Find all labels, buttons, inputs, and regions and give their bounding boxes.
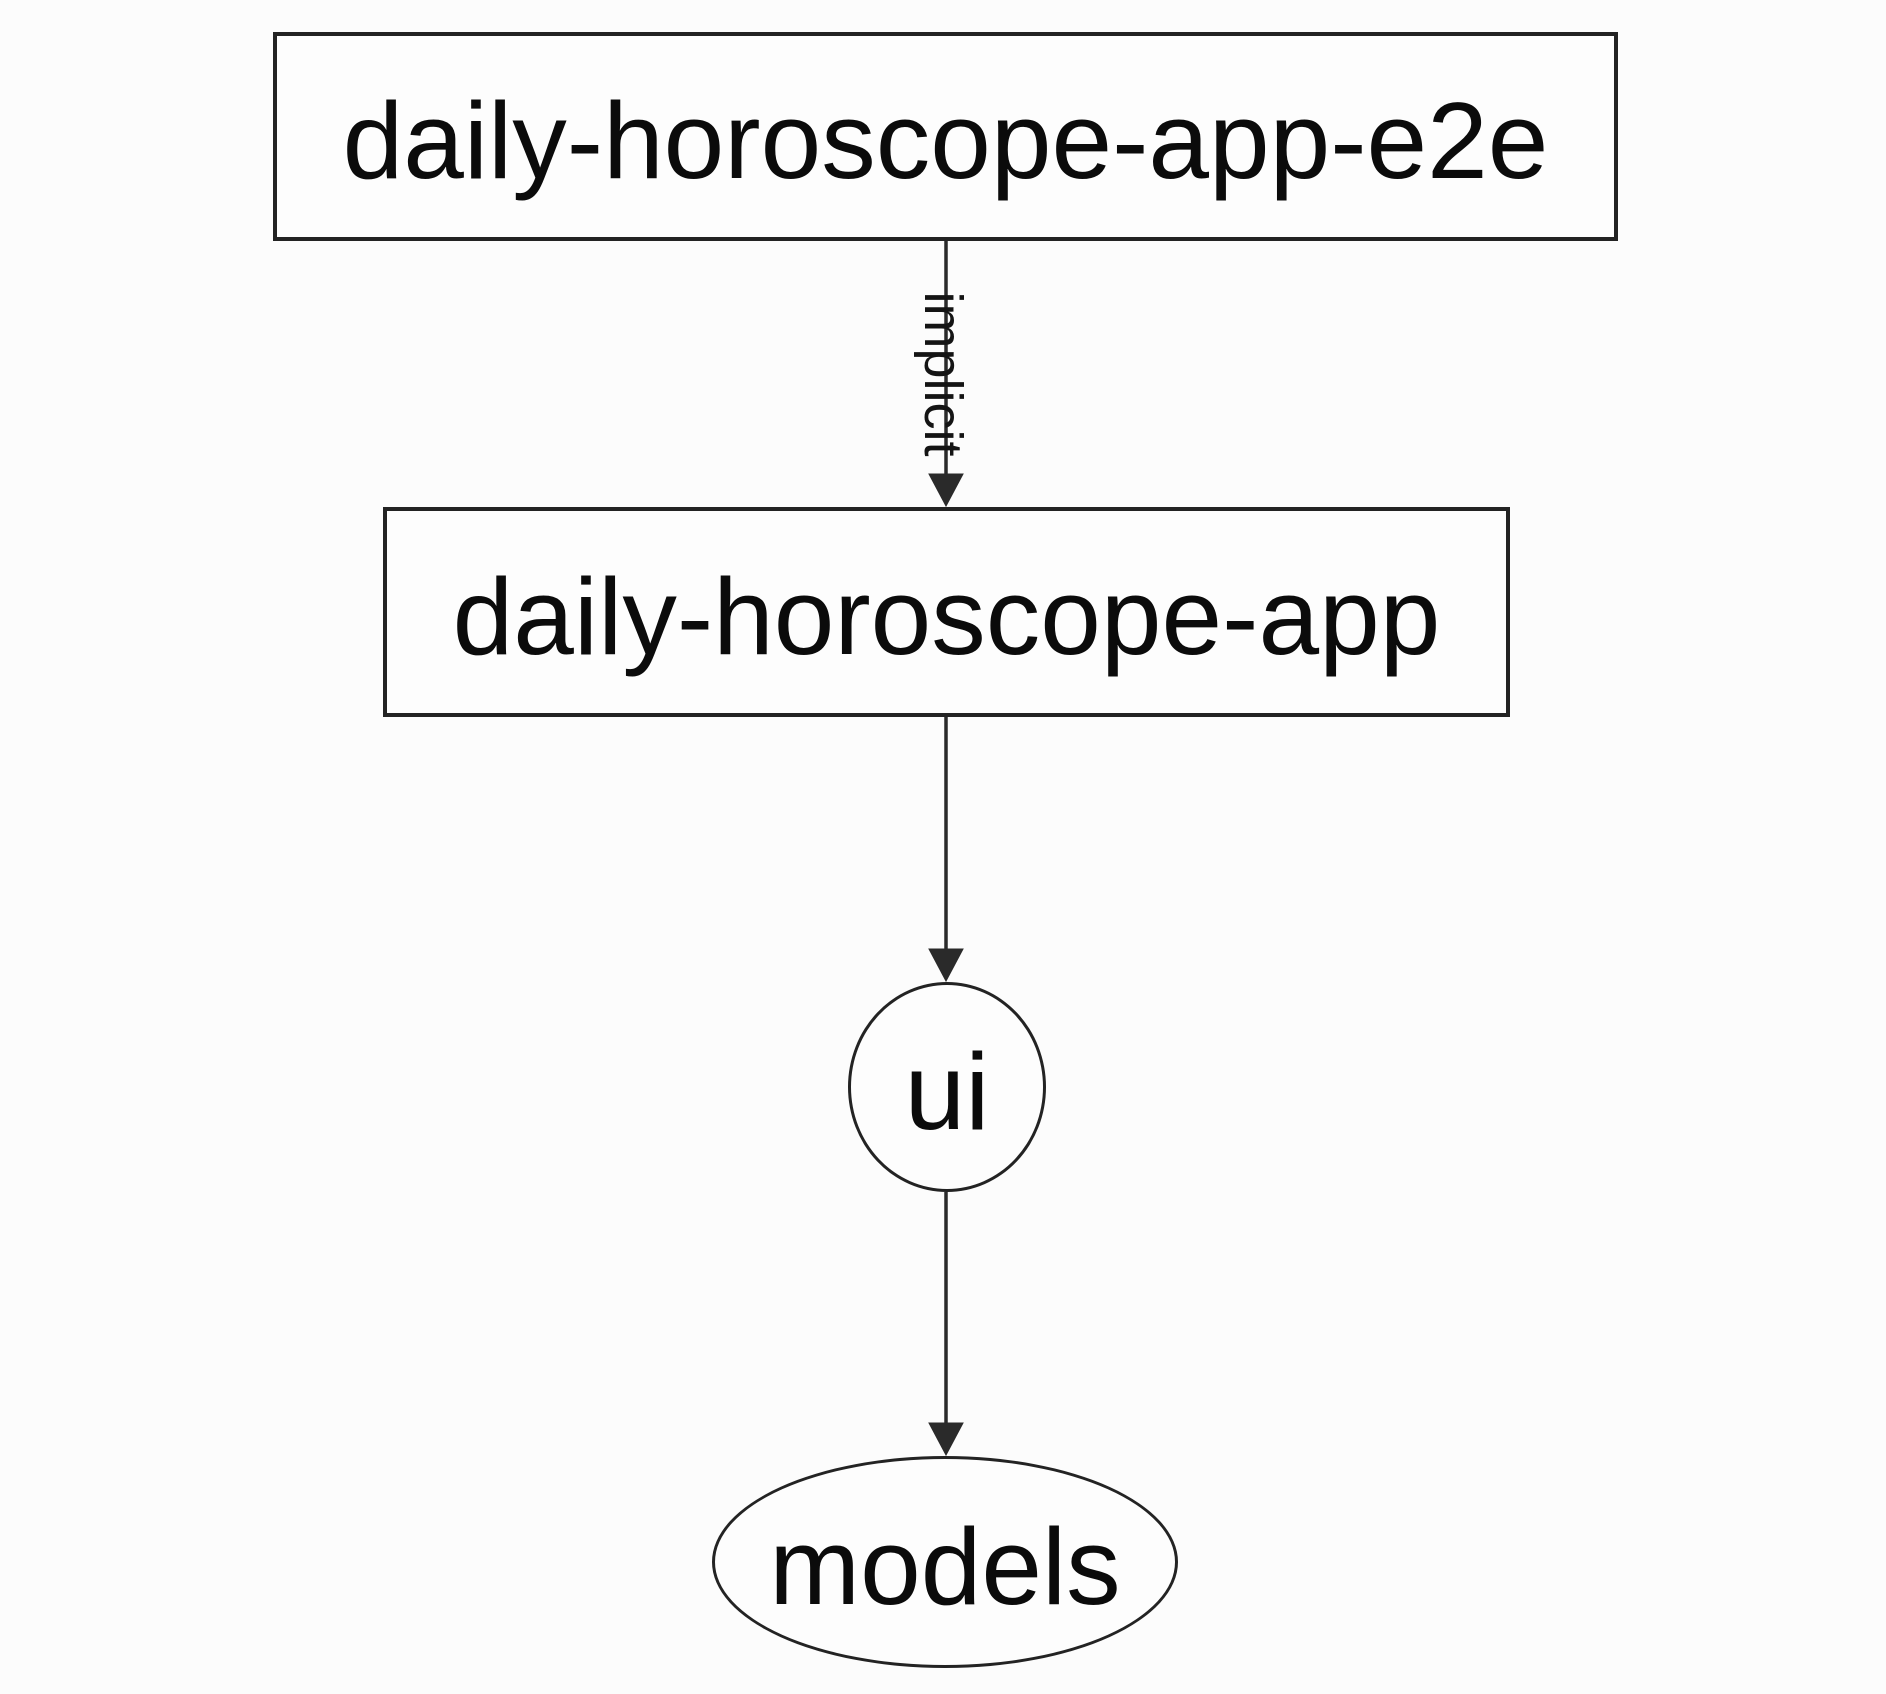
arrowhead-icon (928, 473, 964, 508)
arrowhead-icon (928, 948, 964, 983)
node-label-daily-horoscope-app: daily-horoscope-app (452, 555, 1441, 678)
node-label-ui: ui (904, 1030, 990, 1153)
edge-app-to-ui (928, 717, 964, 983)
node-models[interactable]: models (712, 1456, 1178, 1668)
node-daily-horoscope-app-e2e[interactable]: daily-horoscope-app-e2e (273, 32, 1618, 241)
node-label-daily-horoscope-app-e2e: daily-horoscope-app-e2e (342, 80, 1549, 202)
node-ui[interactable]: ui (848, 982, 1046, 1192)
edge-e2e-to-app (928, 241, 964, 508)
node-label-models: models (769, 1505, 1121, 1628)
edge-label-implicit: implicit (913, 291, 973, 457)
node-daily-horoscope-app[interactable]: daily-horoscope-app (383, 507, 1510, 717)
edge-ui-to-models (928, 1192, 964, 1457)
arrowhead-icon (928, 1422, 964, 1457)
